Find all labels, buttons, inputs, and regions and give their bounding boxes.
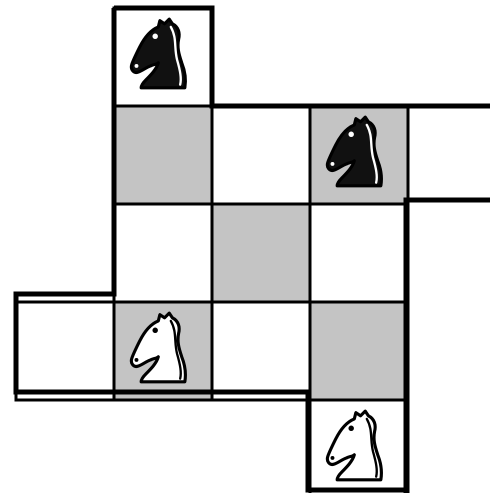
board-square-r3c3[interactable] [310, 302, 408, 400]
board-square-r2c1[interactable] [114, 204, 212, 302]
board-square-r2c3[interactable] [310, 204, 408, 302]
board-square-r2c2[interactable] [212, 204, 310, 302]
board-square-r1c2[interactable] [212, 106, 310, 204]
board-square-r1c1[interactable] [114, 106, 212, 204]
board-square-r3c2[interactable] [212, 302, 310, 400]
board-square-r3c0[interactable] [16, 302, 114, 400]
